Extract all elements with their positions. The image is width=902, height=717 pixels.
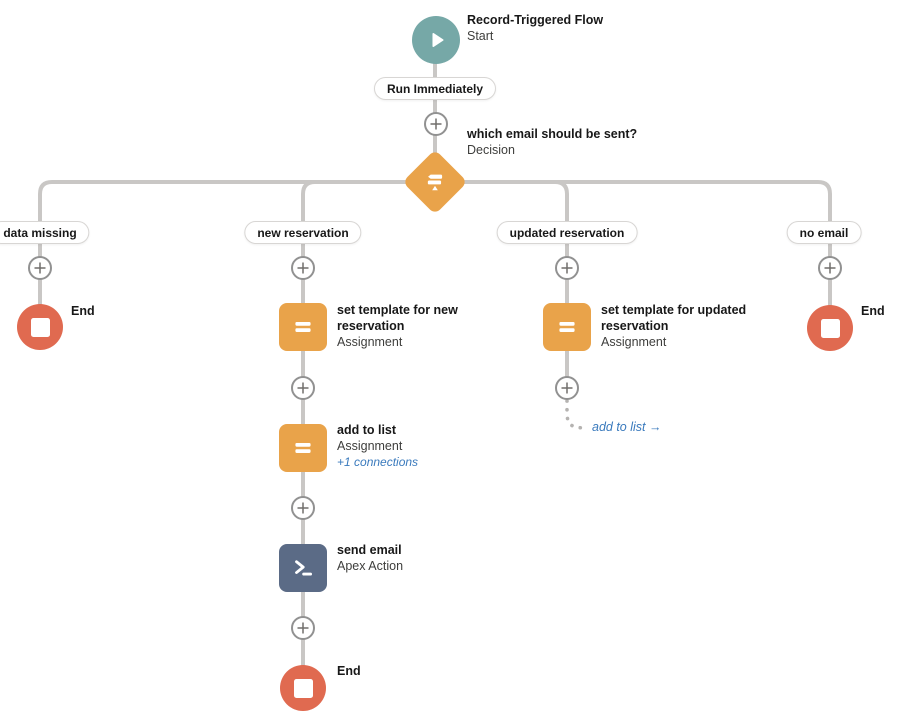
connector-branch-data-missing [38,180,435,310]
assignment-node-label: add to list Assignment +1 connections [337,422,497,470]
node-subtitle: Assignment [337,335,403,349]
assignment-node-set-template-new[interactable] [279,303,327,351]
goto-add-to-list-link[interactable]: add to list → [592,420,662,434]
goto-dotted-connector [565,399,589,430]
node-subtitle: Assignment [337,439,403,453]
end-stop-icon [820,318,840,338]
plus-icon [561,382,573,394]
add-element-button[interactable] [555,376,579,400]
branch-label-data-missing: data missing [0,221,90,244]
plus-icon [824,262,836,274]
apex-terminal-icon [290,555,316,581]
connections-link[interactable]: +1 connections [337,455,419,469]
plus-icon [297,382,309,394]
plus-icon [430,118,442,130]
assignment-equals-icon [554,314,580,340]
end-stop-icon [293,678,313,698]
end-node-label: End [861,303,885,319]
node-subtitle: Assignment [601,335,667,349]
end-node[interactable] [280,665,326,711]
play-icon [423,27,449,53]
apex-action-node-send-email[interactable] [279,544,327,592]
add-element-button[interactable] [424,112,448,136]
end-title: End [337,664,361,678]
plus-icon [297,502,309,514]
plus-icon [297,262,309,274]
assignment-equals-icon [290,435,316,461]
add-element-button[interactable] [291,256,315,280]
branch-label-no-email: no email [786,221,862,244]
connector-branch-new-reservation [301,180,435,670]
branch-label-new-reservation: new reservation [244,221,362,244]
assignment-equals-icon [290,314,316,340]
decision-node[interactable] [402,149,468,215]
end-title: End [861,304,885,318]
end-title: End [71,304,95,318]
node-title: send email [337,543,402,557]
assignment-node-set-template-updated[interactable] [543,303,591,351]
end-node[interactable] [17,304,63,350]
add-element-button[interactable] [555,256,579,280]
add-element-button[interactable] [291,376,315,400]
start-node-label: Record-Triggered Flow Start [467,12,603,44]
plus-icon [561,262,573,274]
connector-branch-no-email [435,180,832,310]
assignment-node-add-to-list[interactable] [279,424,327,472]
add-element-button[interactable] [291,496,315,520]
node-subtitle: Apex Action [337,559,404,573]
add-element-button[interactable] [291,616,315,640]
decision-subtitle: Decision [467,143,515,157]
start-node[interactable] [412,16,460,64]
branch-label-updated-reservation: updated reservation [496,221,638,244]
decision-title: which email should be sent? [467,127,638,141]
assignment-node-label: set template for new reservation Assignm… [337,302,485,350]
decision-node-label: which email should be sent? Decision [467,126,637,158]
assignment-node-label: set template for updated reservation Ass… [601,302,759,350]
start-subtitle: Start [467,29,494,43]
node-title: set template for updated reservation [601,303,747,333]
end-node-label: End [71,303,95,319]
node-title: set template for new reservation [337,303,458,333]
node-title: add to list [337,423,397,437]
add-element-button[interactable] [818,256,842,280]
run-immediately-badge: Run Immediately [373,77,497,100]
plus-icon [297,622,309,634]
decision-signpost-icon [422,169,448,195]
end-node-label: End [337,663,361,679]
plus-icon [34,262,46,274]
add-element-button[interactable] [28,256,52,280]
apex-node-label: send email Apex Action [337,542,403,574]
connector-branch-updated-reservation [435,180,569,396]
start-title: Record-Triggered Flow [467,13,604,27]
end-stop-icon [30,317,50,337]
end-node[interactable] [807,305,853,351]
